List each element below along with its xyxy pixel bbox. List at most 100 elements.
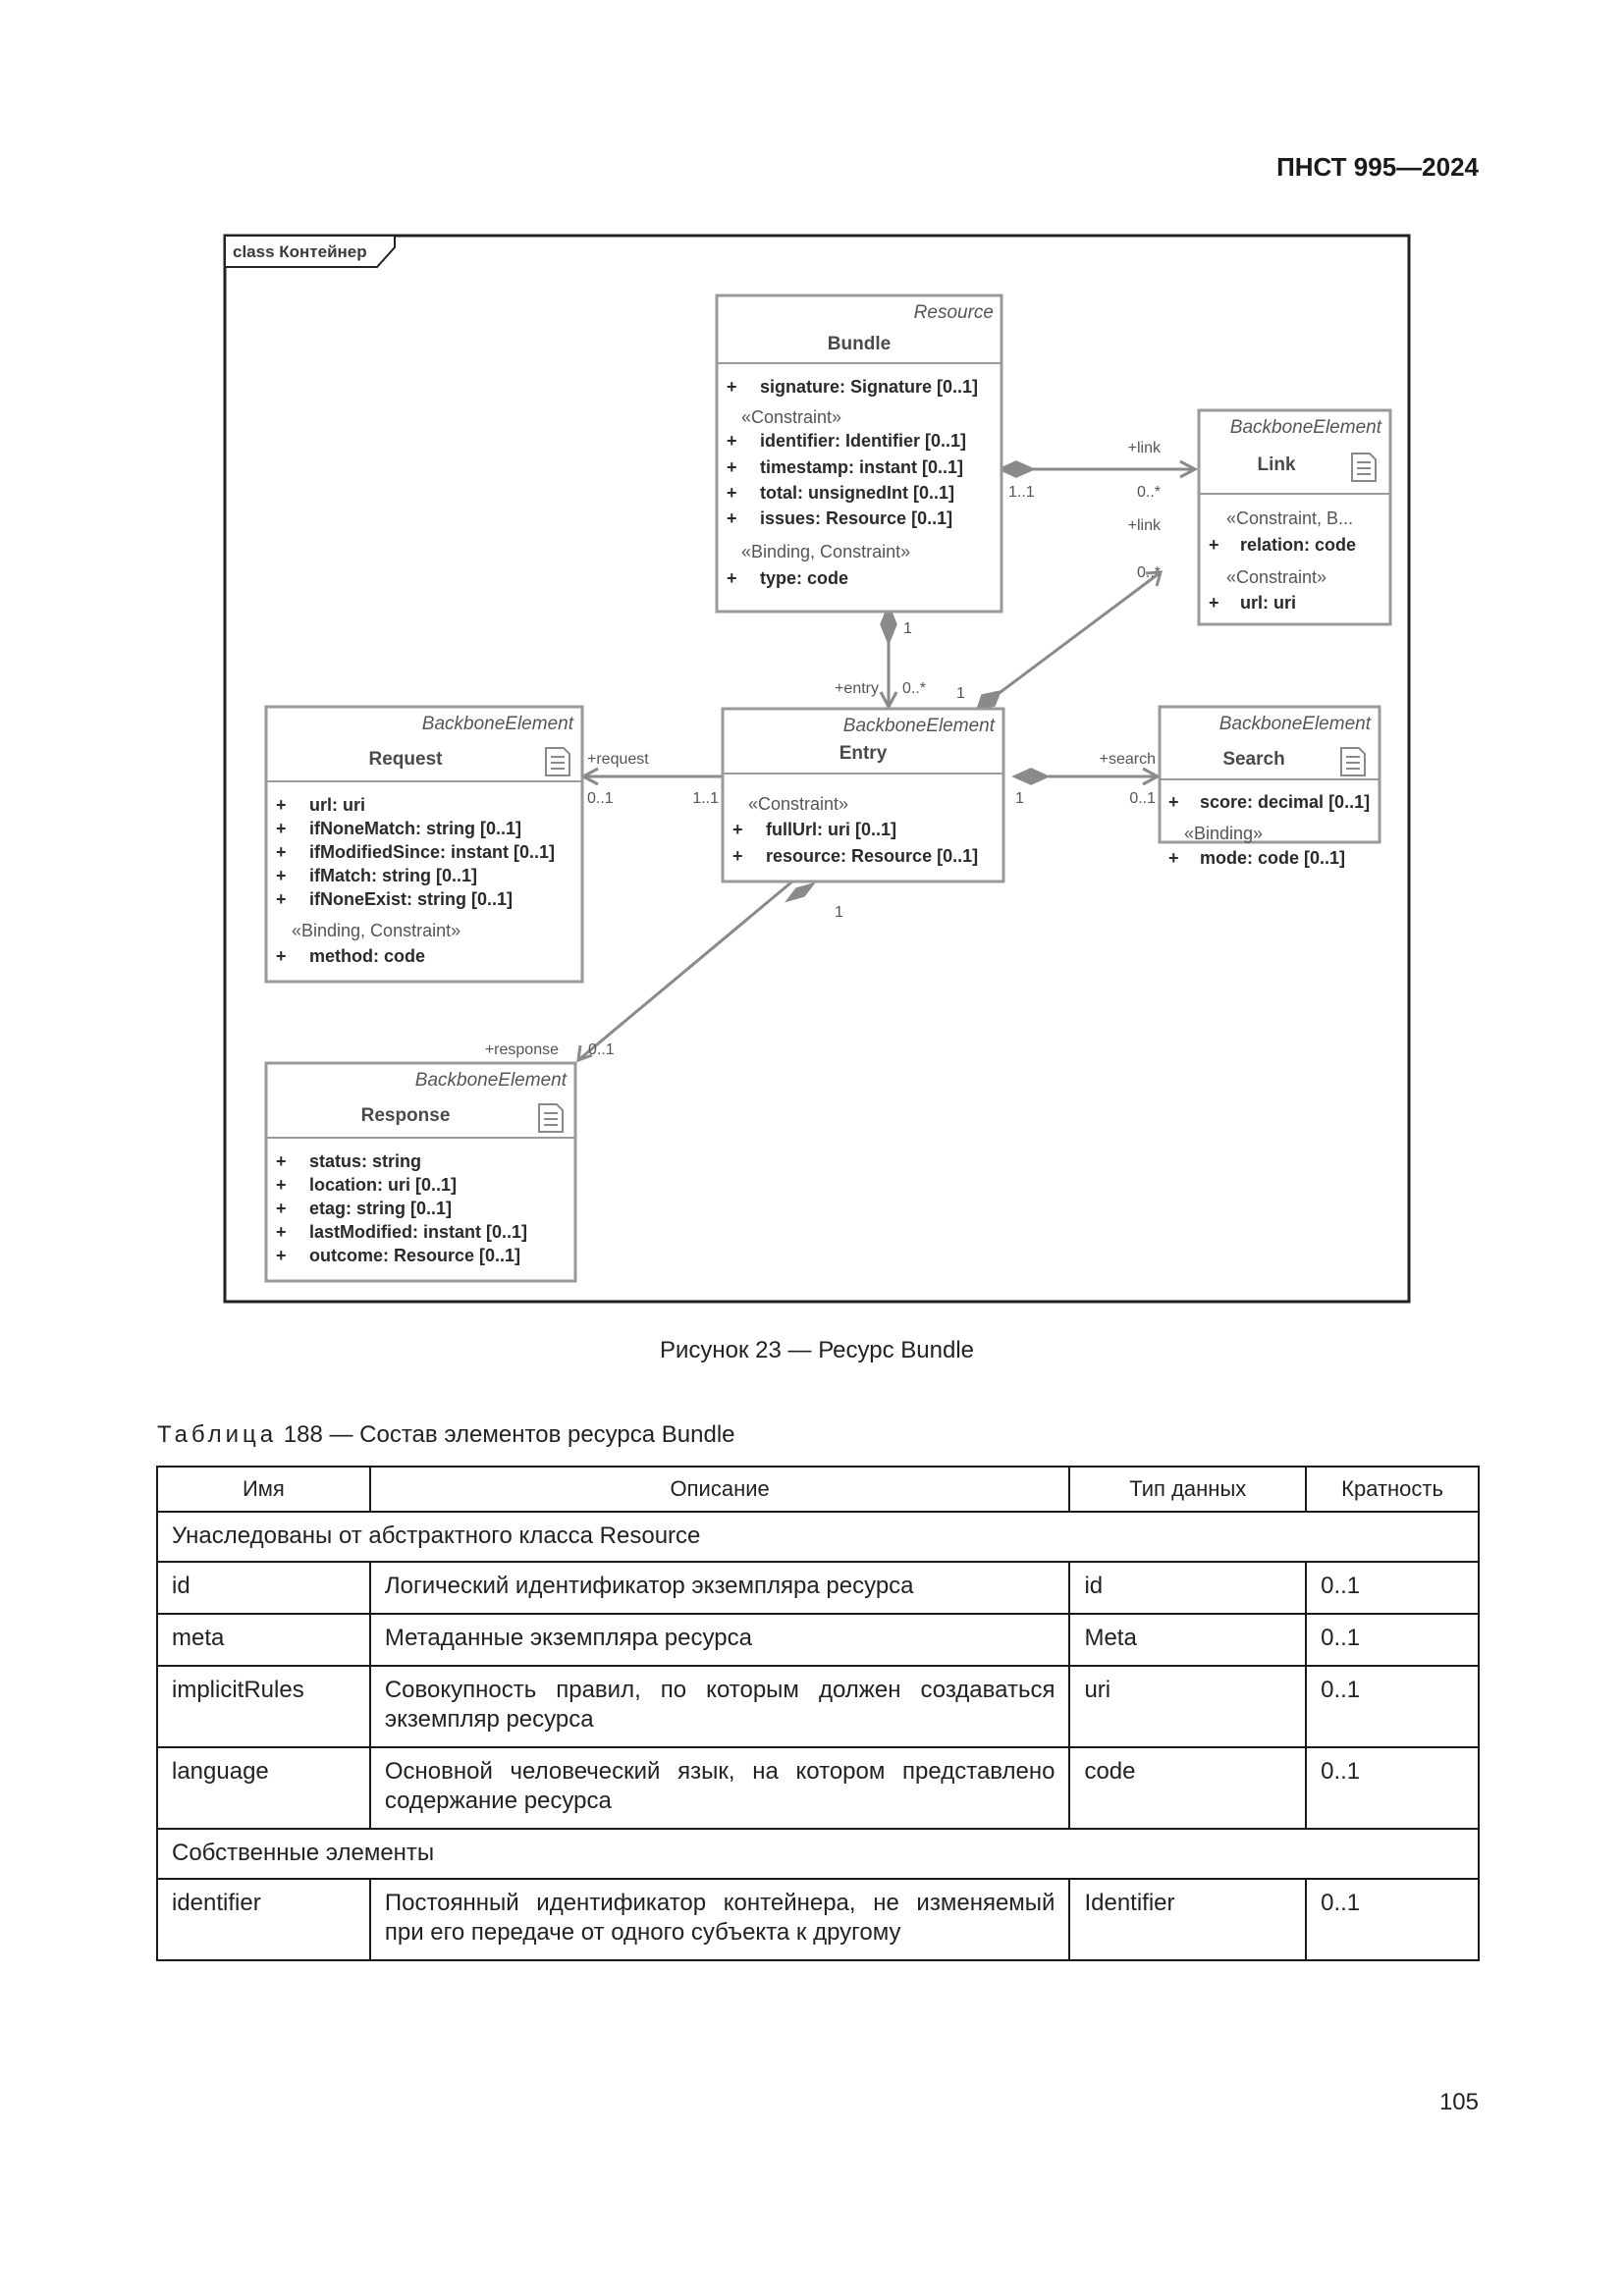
cell-description: Метаданные экземпляра ресурса bbox=[368, 1613, 1071, 1667]
cell-cardinality: 0..1 bbox=[1305, 1665, 1480, 1748]
attribute: ifModifiedSince: instant [0..1] bbox=[309, 842, 555, 862]
plus-marker: + bbox=[276, 866, 287, 885]
class-response: BackboneElement Response + status: strin… bbox=[264, 1061, 577, 1283]
attribute: type: code bbox=[760, 568, 848, 588]
attribute: identifier: Identifier [0..1] bbox=[760, 431, 966, 451]
multiplicity-label: 0..* bbox=[1137, 484, 1161, 501]
plus-marker: + bbox=[276, 1246, 287, 1265]
plus-marker: + bbox=[727, 508, 737, 528]
cell-description: Постоянный идентификатор контейнера, не … bbox=[368, 1878, 1071, 1961]
attribute: total: unsignedInt [0..1] bbox=[760, 483, 954, 503]
aggregation-diamond bbox=[880, 602, 897, 647]
plus-marker: + bbox=[276, 842, 287, 862]
attribute: signature: Signature [0..1] bbox=[760, 377, 978, 397]
cell-type: Identifier bbox=[1068, 1878, 1308, 1961]
class-name: Bundle bbox=[828, 334, 891, 354]
multiplicity-label: 0..1 bbox=[588, 1041, 615, 1058]
cell-type: id bbox=[1068, 1561, 1308, 1615]
stereotype-group: «Constraint» bbox=[1226, 567, 1326, 587]
attribute: ifNoneExist: string [0..1] bbox=[309, 889, 513, 909]
section-label: Собственные элементы bbox=[156, 1828, 1480, 1880]
section-label: Унаследованы от абстрактного класса Reso… bbox=[156, 1511, 1480, 1563]
section-row: Собственные элементы bbox=[156, 1828, 1480, 1880]
cell-type: Meta bbox=[1068, 1613, 1308, 1667]
stereotype-group: «Binding, Constraint» bbox=[741, 542, 910, 561]
note-icon bbox=[545, 747, 570, 776]
attribute: resource: Resource [0..1] bbox=[766, 846, 978, 866]
link-role-label: +link bbox=[1128, 440, 1162, 456]
attribute: lastModified: instant [0..1] bbox=[309, 1222, 527, 1242]
table-row: identifier Постоянный идентификатор конт… bbox=[156, 1878, 1480, 1961]
multiplicity-label: 1..1 bbox=[692, 790, 719, 807]
table-title-label: Таблица bbox=[157, 1421, 278, 1448]
attribute: ifNoneMatch: string [0..1] bbox=[309, 819, 521, 838]
table-header-row: Имя Описание Тип данных Кратность bbox=[156, 1466, 1480, 1513]
attribute: issues: Resource [0..1] bbox=[760, 508, 952, 528]
multiplicity-label: 1 bbox=[903, 620, 912, 637]
plus-marker: + bbox=[727, 457, 737, 477]
multiplicity-label: 0..* bbox=[902, 680, 926, 697]
attribute: score: decimal [0..1] bbox=[1200, 792, 1370, 812]
plus-marker: + bbox=[276, 795, 287, 815]
entry-role-label: +entry bbox=[835, 680, 879, 697]
stereotype-group: «Binding» bbox=[1184, 824, 1263, 843]
attribute: url: uri bbox=[1240, 593, 1296, 613]
response-role-label: +response bbox=[485, 1041, 559, 1058]
cell-description: Основной человеческий язык, на котором п… bbox=[368, 1746, 1071, 1830]
class-stereotype: BackboneElement bbox=[415, 1070, 568, 1091]
cell-type: uri bbox=[1068, 1665, 1308, 1748]
cell-cardinality: 0..1 bbox=[1305, 1746, 1480, 1830]
aggregation-diamond bbox=[975, 689, 1002, 712]
table-title-text: 188 — Состав элементов ресурса Bundle bbox=[277, 1421, 735, 1448]
class-name: Entry bbox=[839, 743, 888, 764]
class-stereotype: Resource bbox=[914, 302, 994, 323]
attribute: timestamp: instant [0..1] bbox=[760, 457, 963, 477]
table-row: id Логический идентификатор экземпляра р… bbox=[156, 1561, 1480, 1615]
attribute: fullUrl: uri [0..1] bbox=[766, 820, 896, 839]
cell-name: meta bbox=[156, 1613, 371, 1667]
plus-marker: + bbox=[276, 819, 287, 838]
class-request: BackboneElement Request + url: uri + ifN… bbox=[264, 705, 584, 984]
plus-marker: + bbox=[1168, 848, 1179, 868]
attribute: mode: code [0..1] bbox=[1200, 848, 1345, 868]
plus-marker: + bbox=[727, 483, 737, 503]
multiplicity-label: 1 bbox=[835, 904, 843, 921]
attribute: url: uri bbox=[309, 795, 365, 815]
stereotype-group: «Constraint, B... bbox=[1226, 508, 1353, 528]
plus-marker: + bbox=[1209, 535, 1219, 555]
table-row: implicitRules Совокупность правил, по ко… bbox=[156, 1665, 1480, 1748]
note-icon bbox=[538, 1103, 564, 1133]
plus-marker: + bbox=[276, 1222, 287, 1242]
class-search: BackboneElement Search + score: decimal … bbox=[1158, 705, 1381, 868]
page-number: 105 bbox=[1438, 2089, 1479, 2115]
class-stereotype: BackboneElement bbox=[422, 714, 574, 734]
class-name: Link bbox=[1257, 454, 1295, 475]
cell-description: Совокупность правил, по которым должен с… bbox=[368, 1665, 1071, 1748]
cell-name: implicitRules bbox=[156, 1665, 371, 1748]
multiplicity-label: 1..1 bbox=[1008, 484, 1035, 501]
elements-table: Имя Описание Тип данных Кратность Унасле… bbox=[156, 1466, 1480, 1961]
cell-cardinality: 0..1 bbox=[1305, 1613, 1480, 1667]
class-entry: BackboneElement Entry «Constraint» + ful… bbox=[721, 707, 1005, 883]
attribute: outcome: Resource [0..1] bbox=[309, 1246, 520, 1265]
class-name: Search bbox=[1222, 749, 1284, 770]
aggregation-diamond bbox=[1011, 768, 1051, 785]
link-role-label: +link bbox=[1128, 517, 1162, 534]
column-header-type: Тип данных bbox=[1068, 1466, 1308, 1513]
table-row: meta Метаданные экземпляра ресурса Meta … bbox=[156, 1613, 1480, 1667]
frame-label-tab bbox=[224, 235, 396, 268]
class-name: Response bbox=[361, 1105, 451, 1126]
plus-marker: + bbox=[276, 1175, 287, 1195]
class-stereotype: BackboneElement bbox=[1230, 417, 1382, 438]
plus-marker: + bbox=[727, 431, 737, 451]
figure-caption: Рисунок 23 — Ресурс Bundle bbox=[660, 1337, 974, 1363]
class-link: BackboneElement Link «Constraint, B... +… bbox=[1197, 408, 1392, 626]
column-header-name: Имя bbox=[156, 1466, 371, 1513]
request-role-label: +request bbox=[587, 751, 649, 768]
plus-marker: + bbox=[276, 946, 287, 966]
class-name: Request bbox=[369, 749, 444, 770]
cell-description: Логический идентификатор экземпляра ресу… bbox=[368, 1561, 1071, 1615]
uml-class-diagram: class Контейнер +link 1..1 0..* +link bbox=[223, 234, 1411, 1304]
stereotype-group: «Binding, Constraint» bbox=[292, 921, 460, 940]
attribute: ifMatch: string [0..1] bbox=[309, 866, 477, 885]
